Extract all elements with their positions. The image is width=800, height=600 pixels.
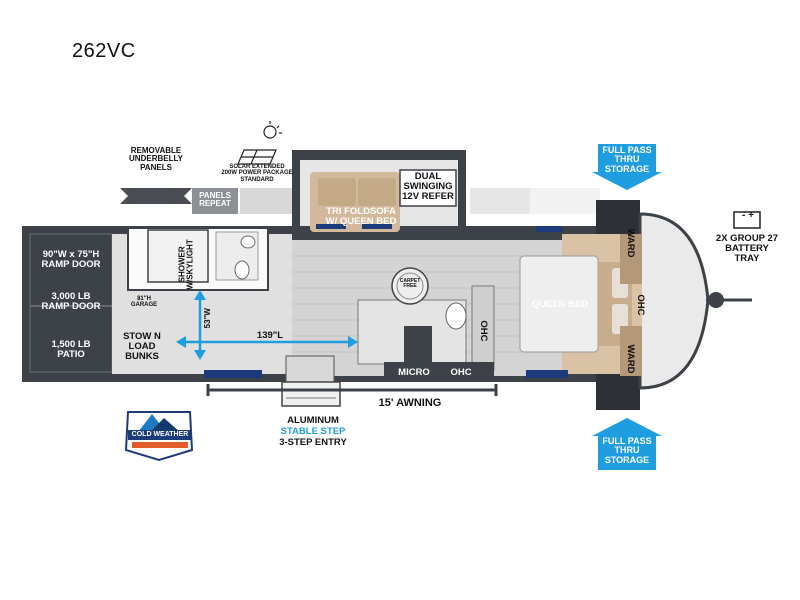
garage-area (30, 234, 112, 372)
battery-tray-label: 2X GROUP 27 BATTERY TRAY (715, 233, 779, 264)
width-53-label: 53"W (202, 308, 212, 329)
model-name: 262VC (72, 40, 136, 62)
underbelly-panels-label: REMOVABLE UNDERBELLY PANELS (129, 146, 183, 172)
awning-label: 15' AWNING (378, 397, 442, 409)
front-nose (638, 212, 710, 390)
stable-step-label: STABLE STEP (280, 426, 346, 437)
solar-panel-icon (237, 121, 282, 165)
micro-ohc-strip (384, 362, 494, 382)
dimension-arrows (176, 290, 358, 360)
queen-bed-label: QUEEN BED (531, 299, 589, 310)
underbelly-panels-strip (120, 188, 600, 214)
storage-arrow-bottom (592, 418, 662, 470)
stow-n-load-label: STOW N LOAD BUNKS (123, 331, 161, 362)
sofa-label: TRI FOLDSOFA W/ QUEEN BED (325, 206, 397, 227)
battery-icon-label: - + (742, 210, 754, 221)
garage-height-label: 81"H GARAGE (130, 296, 158, 309)
toilet (234, 260, 250, 280)
stove (404, 326, 432, 362)
window (526, 370, 568, 378)
length-139-label: 139"L (256, 330, 284, 341)
kitchen-sink (445, 302, 467, 330)
full-pass-storage-top-label: FULL PASS THRU STORAGE (602, 145, 652, 174)
wardrobe-bottom (620, 326, 642, 376)
ramp-door-weight-label: 3,000 LB RAMP DOOR (41, 291, 101, 312)
shower-label: SHOWER W/SKYLIGHT (177, 239, 195, 290)
refer-label: DUAL SWINGING 12V REFER (402, 171, 454, 202)
wardrobe-bottom-label: WARD (624, 344, 636, 374)
aluminum-label: ALUMINUM (287, 415, 339, 426)
solar-package-label: SOLAR EXTENDED 200W POWER PACKAGE STANDA… (221, 164, 293, 183)
panels-repeat-label: PANELS REPEAT (199, 191, 231, 209)
entry-steps (281, 355, 341, 407)
window (536, 226, 562, 232)
wardrobe-top-label: WARD (624, 228, 636, 258)
full-pass-storage-bottom-label: FULL PASS THRU STORAGE (602, 436, 652, 465)
shower (147, 229, 209, 283)
microwave-label: MICRO (398, 367, 430, 378)
kitchen-ohc-label: OHC (477, 320, 489, 342)
wardrobe-top (620, 234, 642, 284)
window (204, 370, 262, 378)
front-ohc-label: OHC (634, 294, 646, 316)
cold-weather-label: COLD WEATHER (131, 431, 189, 438)
battery-icon (733, 211, 761, 229)
cold-weather-badge (124, 411, 194, 462)
patio-label: 1,500 LB PATIO (51, 339, 91, 360)
refrigerator (399, 169, 457, 207)
entry-label: 3-STEP ENTRY (279, 437, 347, 448)
storage-arrow-top (592, 144, 662, 190)
ohc-bottom-label: OHC (450, 367, 472, 378)
bath-sink (240, 235, 256, 249)
carpet-free-label: CARPET FREE (399, 278, 421, 290)
ramp-door-size-label: 90"W x 75"H RAMP DOOR (41, 249, 101, 270)
